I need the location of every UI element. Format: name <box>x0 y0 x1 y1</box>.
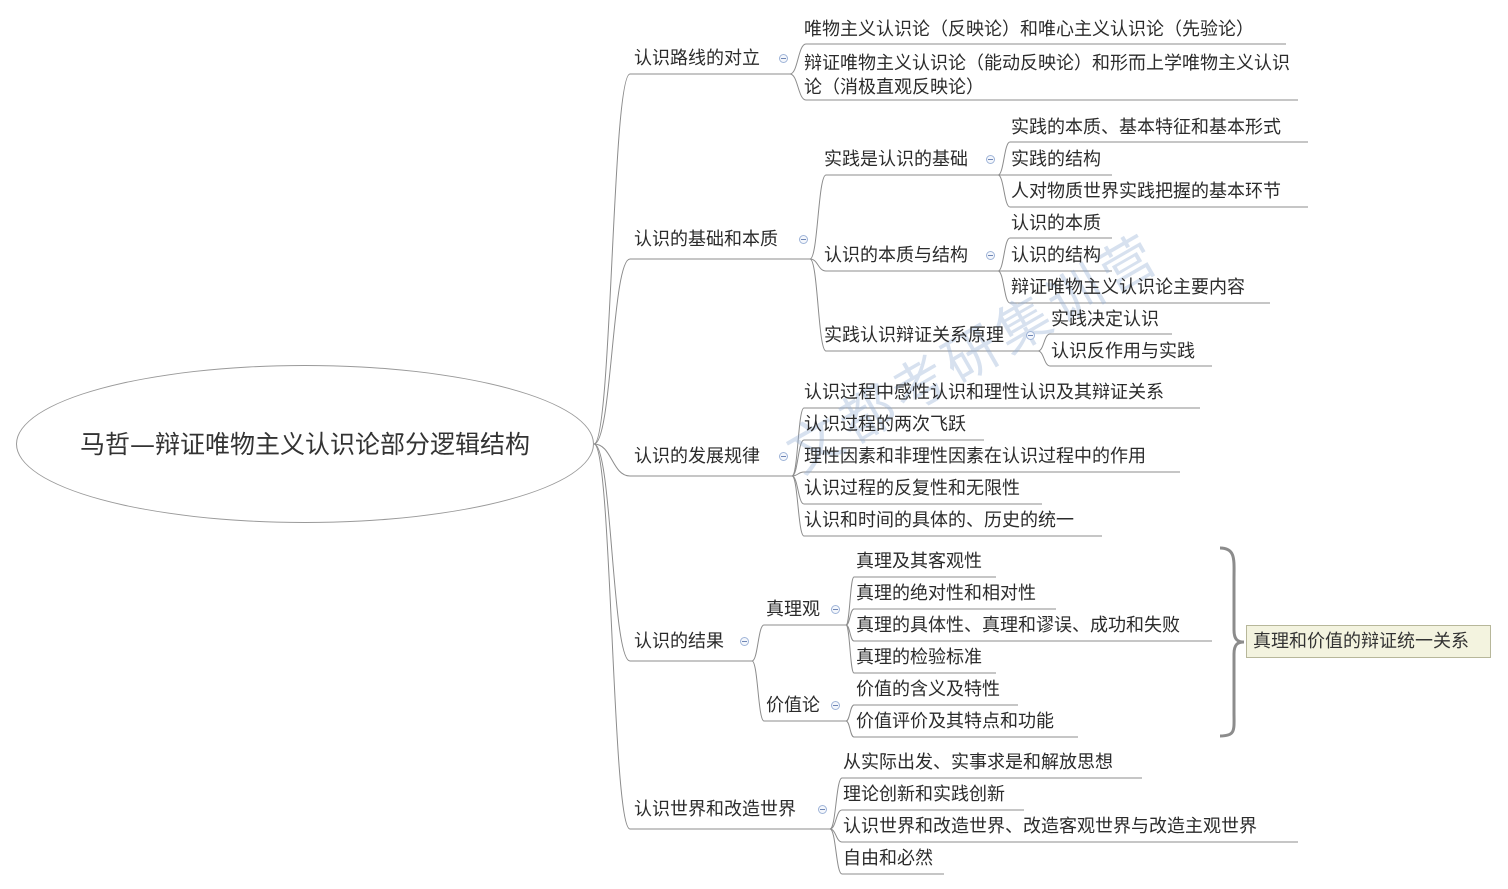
branch-cognition-route[interactable]: 认识路线的对立 <box>634 48 760 69</box>
topic-node[interactable]: 从实际出发、实事求是和解放思想 <box>843 752 1113 773</box>
topic-node[interactable]: 认识反作用与实践 <box>1051 341 1195 362</box>
topic-node[interactable]: 唯物主义认识论（反映论）和唯心主义认识论（先验论） <box>804 19 1254 40</box>
topic-node[interactable]: 认识世界和改造世界、改造客观世界与改造主观世界 <box>843 816 1257 837</box>
root-title: 马哲—辩证唯物主义认识论部分逻辑结构 <box>79 429 530 459</box>
topic-node[interactable]: 价值评价及其特点和功能 <box>856 711 1054 732</box>
subtopic-practice-basis[interactable]: 实践是认识的基础 <box>824 149 968 170</box>
subtopic-practice-cognition[interactable]: 实践认识辩证关系原理 <box>824 325 1004 346</box>
topic-node[interactable]: 真理的绝对性和相对性 <box>856 583 1036 604</box>
collapse-icon[interactable] <box>831 701 840 710</box>
branch-cognition-basis[interactable]: 认识的基础和本质 <box>634 229 778 250</box>
topic-node[interactable]: 价值的含义及特性 <box>856 679 1000 700</box>
subtopic-value[interactable]: 价值论 <box>766 695 820 716</box>
topic-node[interactable]: 真理的检验标准 <box>856 647 982 668</box>
topic-node[interactable]: 辩证唯物主义认识论（能动反映论）和形而上学唯物主义认识论（消极直观反映论） <box>804 53 1290 98</box>
topic-node[interactable]: 理性因素和非理性因素在认识过程中的作用 <box>804 446 1146 467</box>
topic-node[interactable]: 实践的结构 <box>1011 149 1101 170</box>
branch-cognition-result[interactable]: 认识的结果 <box>634 631 724 652</box>
topic-node[interactable]: 认识的本质 <box>1011 213 1101 234</box>
subtopic-truth[interactable]: 真理观 <box>766 599 820 620</box>
collapse-icon[interactable] <box>831 605 840 614</box>
topic-node[interactable]: 认识和时间的具体的、历史的统一 <box>804 510 1074 531</box>
topic-node[interactable]: 辩证唯物主义认识论主要内容 <box>1011 277 1245 298</box>
topic-node[interactable]: 实践的本质、基本特征和基本形式 <box>1011 117 1281 138</box>
collapse-icon[interactable] <box>779 54 788 63</box>
collapse-icon[interactable] <box>740 637 749 646</box>
topic-node[interactable]: 真理及其客观性 <box>856 551 982 572</box>
root-topic[interactable]: 马哲—辩证唯物主义认识论部分逻辑结构 <box>16 365 594 523</box>
collapse-icon[interactable] <box>1026 331 1035 340</box>
topic-node[interactable]: 人对物质世界实践把握的基本环节 <box>1011 181 1281 202</box>
topic-node[interactable]: 认识过程的反复性和无限性 <box>804 478 1020 499</box>
topic-node[interactable]: 认识过程的两次飞跃 <box>804 414 966 435</box>
branch-world-transform[interactable]: 认识世界和改造世界 <box>634 799 796 820</box>
collapse-icon[interactable] <box>986 251 995 260</box>
topic-node[interactable]: 理论创新和实践创新 <box>843 784 1005 805</box>
topic-node[interactable]: 认识的结构 <box>1011 245 1101 266</box>
topic-node[interactable]: 认识过程中感性认识和理性认识及其辩证关系 <box>804 382 1164 403</box>
summary-brace <box>1219 546 1245 738</box>
collapse-icon[interactable] <box>779 452 788 461</box>
branch-cognition-development[interactable]: 认识的发展规律 <box>634 446 760 467</box>
topic-node[interactable]: 实践决定认识 <box>1051 309 1159 330</box>
subtopic-cognition-nature[interactable]: 认识的本质与结构 <box>824 245 968 266</box>
topic-node[interactable]: 自由和必然 <box>843 848 933 869</box>
summary-topic[interactable]: 真理和价值的辩证统一关系 <box>1246 625 1491 658</box>
collapse-icon[interactable] <box>818 805 827 814</box>
topic-node[interactable]: 真理的具体性、真理和谬误、成功和失败 <box>856 615 1180 636</box>
collapse-icon[interactable] <box>799 235 808 244</box>
collapse-icon[interactable] <box>986 155 995 164</box>
